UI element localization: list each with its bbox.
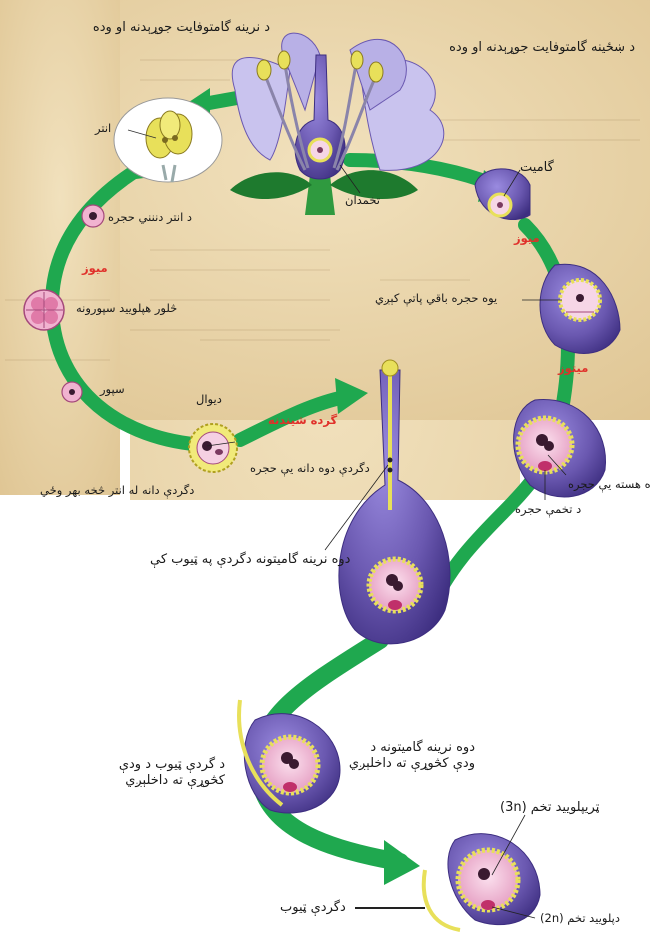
label-anther-inner-cell: د انتر دننني حجره <box>108 211 192 225</box>
label-triploid: ټریپلویید تخم (3n) <box>500 800 599 816</box>
label-pollen-grain-outside: دگردې دانه له انتر څخه بهر وځي <box>40 484 194 498</box>
label-male-gametes-enter: دوه نرینه گامیتونه د ودې کڅوړې ته داخلېږ… <box>345 740 475 771</box>
pollen-grain <box>189 424 237 472</box>
anther-3 <box>351 51 363 69</box>
label-meiosis-left: میوز <box>82 262 108 276</box>
label-wall: دیوال <box>196 393 222 407</box>
label-male-gametophyte: د نرینه گامتوفایت جوړېدنه او وده <box>110 20 270 36</box>
label-diploid: دپلویید تخم (2n) <box>540 912 620 926</box>
anther-1 <box>257 60 271 80</box>
anther-zoom <box>114 98 222 182</box>
anther-4 <box>369 62 383 82</box>
anther-inner-cell <box>82 205 104 227</box>
label-anther: انتر <box>95 122 111 136</box>
label-spore: سپور <box>100 383 125 397</box>
label-pollen-grain-cell: دگردې دوه دانه یې حجره <box>250 462 370 476</box>
flower-stem <box>305 175 335 215</box>
anther-2 <box>278 51 290 69</box>
label-two-male-gametes-tube: دوه نرینه گامیتونه دگردې په ټیوب کې <box>150 552 350 568</box>
label-gamete: گامیت <box>520 160 554 176</box>
label-four-haploid-spores: څلور هپلویید سپورونه <box>76 302 177 316</box>
label-tube-enters-sac: د گردې ټیوب د ودې کڅوړې ته داخلېږي <box>95 757 225 788</box>
label-one-cell-remains: یوه حجره باقي پاتې کېږي <box>375 292 497 306</box>
four-haploid-spores <box>24 290 64 330</box>
spore-cell <box>62 382 82 402</box>
label-two-nuclei-cell: دوه هسته یې حجره <box>568 478 650 492</box>
label-female-gametophyte: د ښځینه گامتوفایت جوړېدنه او وده <box>410 40 635 56</box>
label-ovary: تخمدان <box>345 194 380 208</box>
label-egg-cell: د تخمې حجره <box>515 503 581 517</box>
label-pollination: گرده شیندنه <box>268 414 337 428</box>
label-pollen-tube: دگردې ټیوب <box>280 900 346 916</box>
label-meiosis-right: میوز <box>514 232 540 246</box>
label-mitosis: میتوز <box>558 362 588 376</box>
